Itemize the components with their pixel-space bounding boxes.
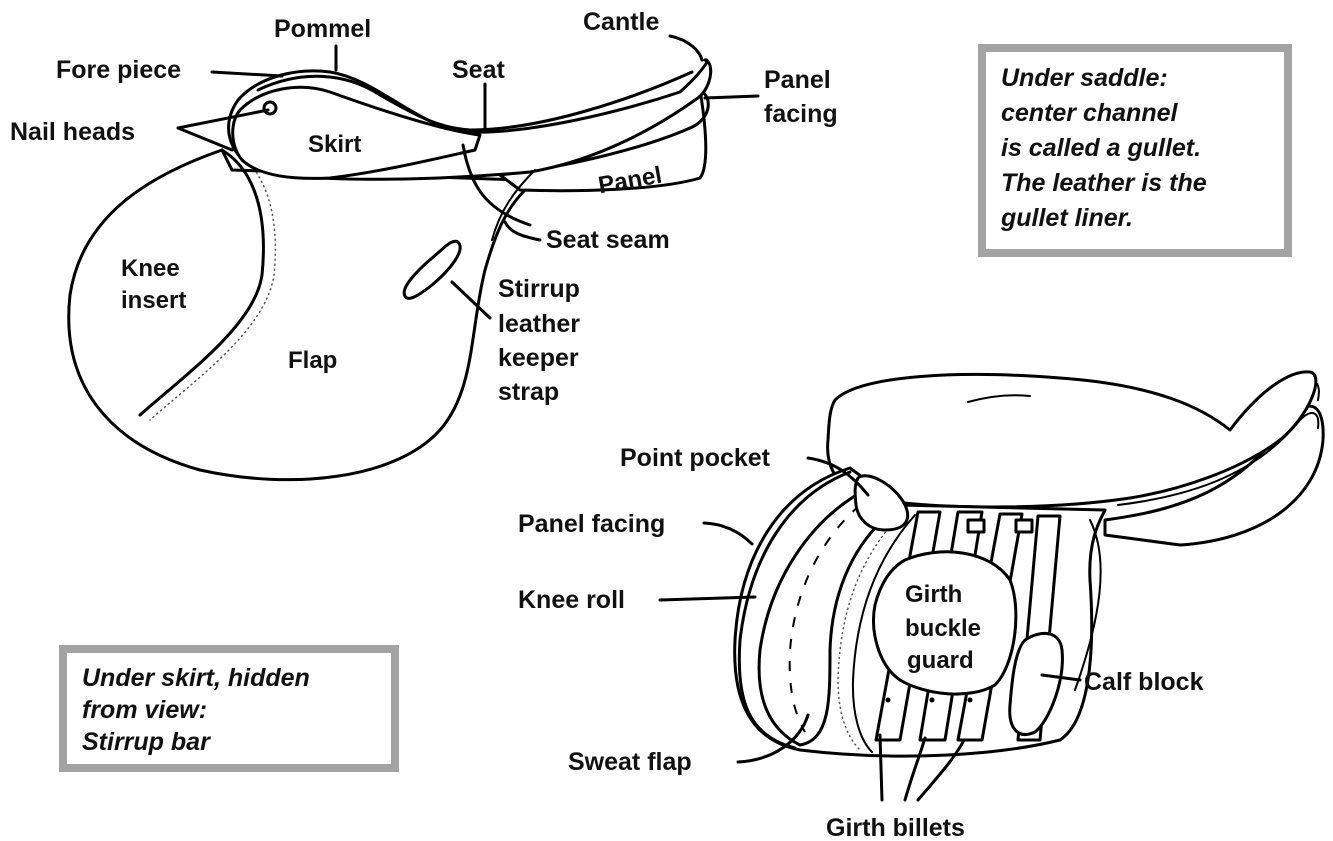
label-flap: Flap [288,347,337,374]
billet-hole [886,698,891,703]
label-girth-2: buckle [905,615,981,642]
label-girth-1: Girth [905,581,962,608]
label-fore-piece: Fore piece [56,56,181,84]
nail-heads-leader-2 [178,128,232,150]
label-point-pocket: Point pocket [620,444,771,472]
note-under-saddle-line-5: gullet liner. [1000,204,1133,232]
note-under-skirt: Under skirt, hidden from view: Stirrup b… [63,649,395,768]
note-under-skirt-line-1: Under skirt, hidden [82,664,310,692]
label-stirrup-4: strap [498,378,559,406]
note-under-skirt-line-2: from view: [82,696,207,724]
saddle-underside-view [660,372,1323,800]
label-pommel: Pommel [274,15,371,43]
note-under-saddle: Under saddle: center channel is called a… [982,48,1288,253]
label-stirrup-2: leather [498,310,580,338]
label-girth-3: guard [907,647,974,674]
note-under-saddle-line-2: center channel [1001,99,1179,127]
label-panel-facing-2: facing [764,100,838,128]
label-knee-insert-1: Knee [121,255,180,282]
billet-hole [930,698,935,703]
label-cantle: Cantle [583,8,660,36]
label-stirrup-3: keeper [498,344,579,372]
girth-billets-leader-1 [880,735,882,800]
flap-shape [69,150,525,480]
label-panel-facing-2: Panel facing [518,510,665,538]
label-panel-facing-1: Panel [764,66,831,94]
label-knee-roll: Knee roll [518,586,625,614]
panel-facing-leader [705,96,758,98]
panel-facing-2-leader [704,523,752,544]
label-stirrup-1: Stirrup [498,275,580,303]
label-sweat-flap: Sweat flap [568,748,692,776]
label-calf-block: Calf block [1084,668,1204,696]
label-skirt: Skirt [308,131,361,158]
nail-head-icon [264,102,276,114]
seat-seam-leader [505,222,540,240]
label-seat: Seat [452,56,505,84]
label-knee-insert-2: insert [121,287,186,314]
buckle-1 [968,520,984,532]
note-under-saddle-line-3: is called a gullet. [1001,134,1201,162]
label-seat-seam: Seat seam [546,226,670,254]
note-under-skirt-line-3: Stirrup bar [82,728,211,756]
label-girth-billets: Girth billets [826,814,965,841]
billet-hole [968,698,973,703]
fore-piece-leader [212,72,282,76]
note-under-saddle-line-4: The leather is the [1001,169,1207,197]
note-under-saddle-line-1: Under saddle: [1001,64,1168,92]
label-nail-heads: Nail heads [10,118,135,146]
buckle-2 [1016,520,1032,532]
cantle-leader [670,36,702,60]
